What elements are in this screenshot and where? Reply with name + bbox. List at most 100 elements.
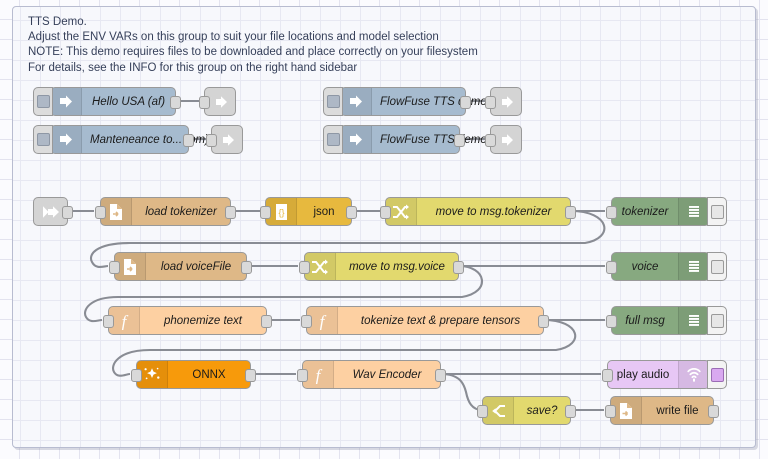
group-description: TTS Demo. Adjust the ENV VARs on this gr…	[28, 16, 478, 74]
debug-enable-button[interactable]	[707, 197, 727, 226]
input-port[interactable]	[602, 368, 613, 382]
link-out-node-left-1[interactable]	[199, 87, 236, 116]
output-port[interactable]	[245, 368, 256, 382]
play-audio-node[interactable]: play audio	[602, 360, 727, 389]
change-node-move-to-msg-tokenizer[interactable]: move to msg.tokenizer	[380, 197, 576, 226]
output-port[interactable]	[346, 205, 357, 219]
node-label: play audio	[616, 368, 670, 381]
inject-trigger-button[interactable]	[323, 125, 343, 154]
change-node-move-to-msg-voice[interactable]: move to msg.voice	[299, 252, 464, 281]
file-in-node-load-voicefile[interactable]: load voiceFile	[109, 252, 252, 281]
input-port[interactable]	[199, 95, 210, 109]
debug-node-full-msg[interactable]: full msg	[606, 306, 727, 335]
debug-enable-button[interactable]	[707, 306, 727, 335]
inject-trigger-button[interactable]	[33, 87, 53, 116]
input-port[interactable]	[103, 314, 114, 328]
node-label: Wav Encoder	[352, 368, 422, 381]
input-port[interactable]	[95, 205, 106, 219]
svg-text:{}: {}	[278, 207, 284, 217]
output-port[interactable]	[538, 314, 549, 328]
output-port[interactable]	[170, 95, 181, 109]
file-in-icon	[101, 198, 132, 225]
function-node-phonemize-text[interactable]: f phonemize text	[103, 306, 272, 335]
node-label: move to msg.tokenizer	[435, 205, 552, 218]
debug-lines-icon	[678, 198, 709, 225]
input-port[interactable]	[485, 95, 496, 109]
input-port[interactable]	[260, 205, 271, 219]
output-port[interactable]	[453, 260, 464, 274]
function-node-wav-encoder[interactable]: f Wav Encoder	[297, 360, 446, 389]
debug-lines-icon	[678, 307, 709, 334]
input-port[interactable]	[380, 205, 391, 219]
output-port[interactable]	[225, 205, 236, 219]
file-in-node-load-tokenizer[interactable]: load tokenizer	[95, 197, 236, 226]
output-port[interactable]	[708, 404, 719, 418]
output-port[interactable]	[460, 95, 471, 109]
link-out-node-right-2[interactable]	[485, 125, 522, 154]
function-f-icon: f	[307, 307, 338, 334]
output-port[interactable]	[565, 205, 576, 219]
onnx-node[interactable]: ONNX	[131, 360, 256, 389]
node-label: load tokenizer	[145, 205, 217, 218]
output-port[interactable]	[62, 205, 73, 219]
output-port[interactable]	[454, 133, 465, 147]
output-port[interactable]	[183, 133, 194, 147]
switch-branch-icon	[483, 397, 514, 424]
audio-waves-icon	[678, 361, 709, 388]
link-out-node-right-1[interactable]	[485, 87, 522, 116]
input-port[interactable]	[299, 260, 310, 274]
inject-node-flowfuse-bf[interactable]: FlowFuse TTS demo. (bf)	[323, 125, 510, 154]
link-out-icon	[491, 88, 521, 115]
link-out-icon	[205, 88, 235, 115]
play-audio-enable-button[interactable]	[707, 360, 727, 389]
inject-arrow-icon	[341, 88, 372, 115]
json-braces-icon: {}	[266, 198, 297, 225]
input-port[interactable]	[605, 404, 616, 418]
link-out-icon	[491, 126, 521, 153]
input-port[interactable]	[485, 133, 496, 147]
inject-arrow-icon	[341, 126, 372, 153]
input-port[interactable]	[477, 404, 488, 418]
debug-enable-button[interactable]	[707, 252, 727, 281]
file-in-icon	[115, 253, 146, 280]
node-label: full msg	[625, 314, 665, 327]
input-port[interactable]	[606, 260, 617, 274]
inject-node-flowfuse-am[interactable]: FlowFuse TTS demo. (am)	[323, 87, 517, 116]
inject-node-maintenance[interactable]: Manteneance to... (bm)	[33, 125, 209, 154]
inject-trigger-button[interactable]	[323, 87, 343, 116]
link-out-node-left-2[interactable]	[206, 125, 243, 154]
node-label: voice	[631, 260, 659, 273]
function-node-tokenize-text[interactable]: f tokenize text & prepare tensors	[301, 306, 549, 335]
output-port[interactable]	[565, 404, 576, 418]
change-shuffle-icon	[305, 253, 336, 280]
input-port[interactable]	[206, 133, 217, 147]
node-label: move to msg.voice	[349, 260, 445, 273]
inject-node-hello-usa[interactable]: Hello USA (af)	[33, 87, 181, 116]
json-node[interactable]: {} json	[260, 197, 357, 226]
file-out-node-write-file[interactable]: write file	[605, 396, 719, 425]
input-port[interactable]	[606, 205, 617, 219]
file-out-icon	[611, 397, 642, 424]
output-port[interactable]	[261, 314, 272, 328]
input-port[interactable]	[109, 260, 120, 274]
link-in-node[interactable]	[33, 197, 73, 226]
svg-text:f: f	[122, 312, 129, 330]
node-label: phonemize text	[164, 314, 242, 327]
input-port[interactable]	[297, 368, 308, 382]
node-label: load voiceFile	[160, 260, 232, 273]
change-shuffle-icon	[386, 198, 417, 225]
input-port[interactable]	[606, 314, 617, 328]
output-port[interactable]	[435, 368, 446, 382]
inject-arrow-icon	[51, 126, 82, 153]
function-f-icon: f	[109, 307, 140, 334]
node-label: ONNX	[192, 368, 226, 381]
output-port[interactable]	[241, 260, 252, 274]
node-label: Hello USA (af)	[91, 95, 166, 108]
inject-trigger-button[interactable]	[33, 125, 53, 154]
debug-node-voice[interactable]: voice	[606, 252, 727, 281]
switch-node-save[interactable]: save?	[477, 396, 576, 425]
input-port[interactable]	[301, 314, 312, 328]
input-port[interactable]	[131, 368, 142, 382]
debug-node-tokenizer[interactable]: tokenizer	[606, 197, 727, 226]
